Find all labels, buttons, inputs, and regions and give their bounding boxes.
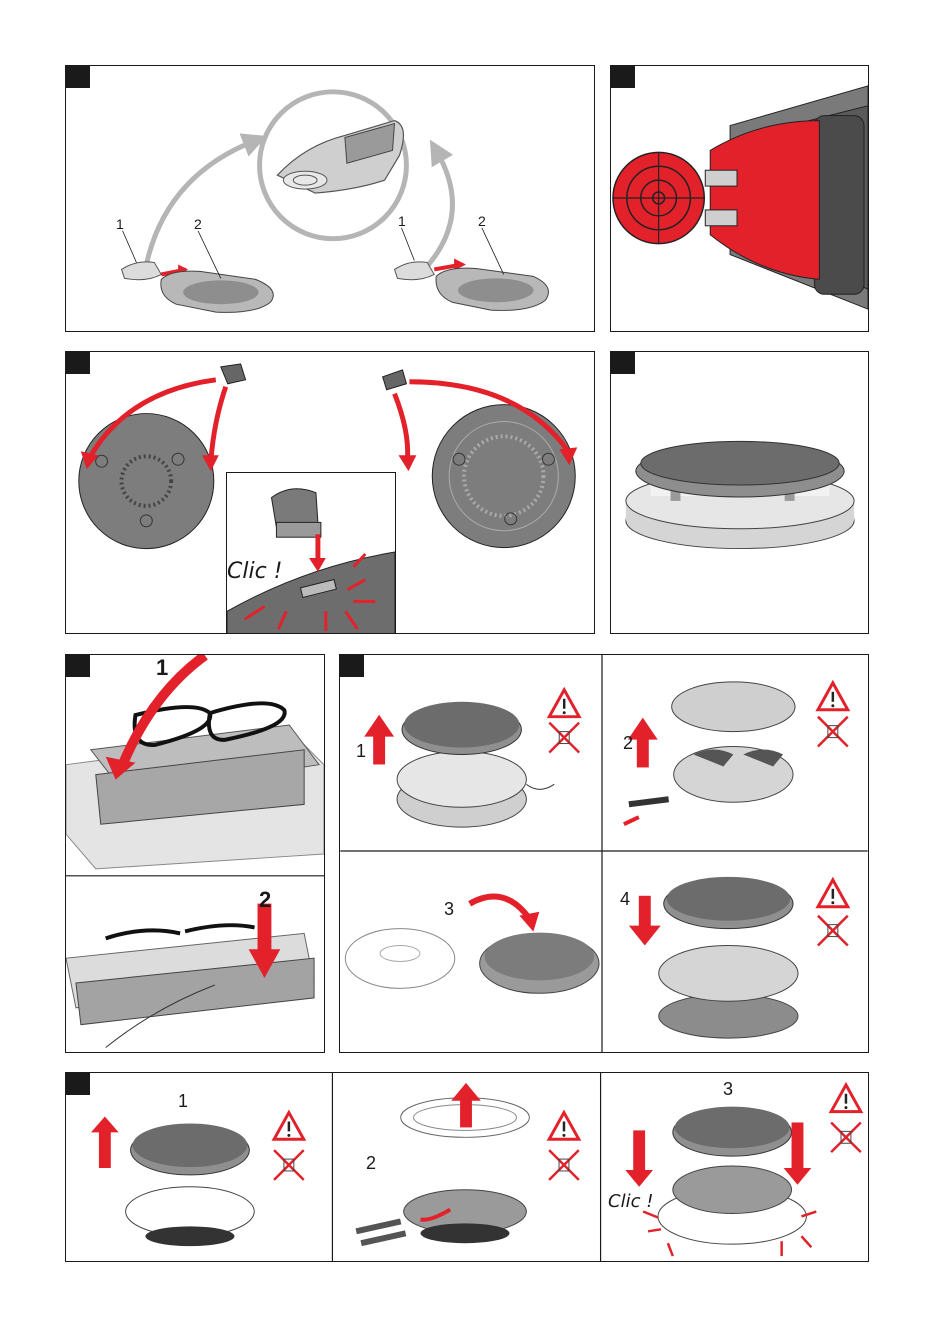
step-tag — [66, 1073, 90, 1095]
warning-group — [549, 690, 579, 753]
panel-3-clip-feet: Clic ! — [65, 351, 595, 634]
handle-closeup-illustration — [611, 66, 868, 331]
clic-label: Clic ! — [608, 1191, 653, 1212]
step-tag — [611, 352, 635, 374]
clip-inset-illustration — [227, 473, 395, 634]
disassembly-illustration — [340, 655, 868, 1052]
clip-inset: Clic ! — [226, 472, 396, 634]
assembled-plate-illustration — [611, 352, 868, 633]
step-label-4: 4 — [620, 889, 630, 910]
step-label-2: 2 — [623, 733, 633, 754]
tray-handle-illustration — [66, 66, 594, 331]
step-label-3: 3 — [444, 899, 454, 920]
step-tag — [611, 66, 635, 88]
step-tag — [66, 66, 90, 88]
step-label-2: 2 — [259, 887, 271, 913]
label-1-right: 1 — [398, 213, 406, 229]
step-tag — [340, 655, 364, 677]
step-label-1: 1 — [178, 1091, 188, 1112]
panel-7-round-raclette: 1 2 3 Clic ! — [65, 1072, 869, 1262]
panel-1-tray-handle: 1 2 1 2 — [65, 65, 595, 332]
step-label-2: 2 — [366, 1153, 376, 1174]
panel-6-disassembly: 1 2 3 4 — [339, 654, 869, 1053]
panel-5-rect-grill: 1 2 — [65, 654, 325, 1053]
step-label-3: 3 — [723, 1079, 733, 1100]
step-label-1: 1 — [156, 655, 168, 681]
clic-label: Clic ! — [227, 559, 283, 584]
label-1-left: 1 — [116, 216, 124, 232]
label-2-left: 2 — [194, 216, 202, 232]
step-tag — [66, 655, 90, 677]
label-2-right: 2 — [478, 213, 486, 229]
rect-grill-illustration — [66, 655, 324, 1052]
step-label-1: 1 — [356, 741, 366, 762]
panel-4-assembled-plate — [610, 351, 869, 634]
step-tag — [66, 352, 90, 374]
panel-2-handle-closeup — [610, 65, 869, 332]
